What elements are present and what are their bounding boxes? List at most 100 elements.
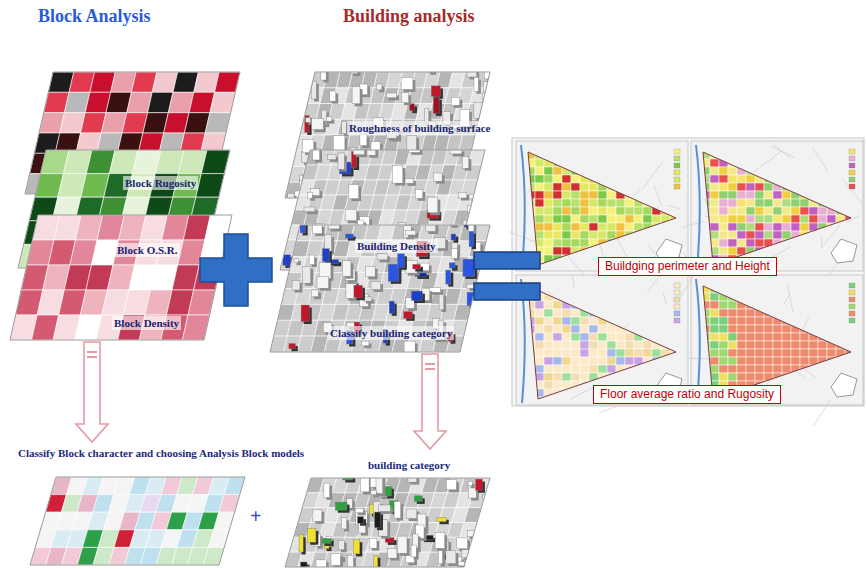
illustration-part — [643, 301, 652, 309]
illustration-part — [553, 239, 562, 247]
illustration-part — [728, 309, 737, 317]
illustration-part — [562, 191, 571, 199]
illustration-part — [652, 159, 661, 167]
illustration-part — [562, 231, 571, 239]
illustration-part — [849, 170, 855, 175]
illustration-part — [710, 317, 719, 325]
illustration-part — [544, 191, 553, 199]
illustration-part — [544, 317, 553, 325]
illustration-part — [571, 223, 580, 231]
illustration-part — [18, 150, 230, 268]
illustration-part — [553, 325, 562, 333]
illustration-part — [800, 357, 809, 365]
illustration-part — [598, 309, 607, 317]
illustration-part — [809, 373, 818, 381]
illustration-part — [746, 151, 755, 159]
illustration-part — [849, 177, 855, 182]
illustration-part — [849, 149, 855, 154]
illustration-part — [562, 263, 571, 271]
illustration-part — [562, 285, 571, 293]
illustration-part — [528, 152, 676, 265]
illustration-part — [366, 266, 375, 277]
illustration-part — [773, 309, 782, 317]
illustration-part — [755, 341, 764, 349]
illustration-part — [616, 247, 625, 255]
illustration-part — [386, 93, 396, 98]
illustration-part — [791, 389, 800, 397]
illustration-part — [446, 270, 451, 284]
illustration-part — [701, 159, 710, 167]
illustration-part — [791, 349, 800, 357]
illustration-part — [607, 333, 616, 341]
illustration-part — [345, 209, 357, 221]
illustration-part — [818, 285, 827, 293]
illustration-part — [746, 223, 755, 231]
illustration-part — [719, 199, 728, 207]
illustration-part — [409, 144, 420, 153]
illustration-part — [661, 183, 670, 191]
illustration-part — [607, 317, 616, 325]
illustration-part — [836, 293, 845, 301]
illustration-part — [719, 151, 728, 159]
illustration-part — [607, 365, 616, 373]
illustration-part — [526, 167, 535, 175]
illustration-part — [405, 225, 422, 241]
illustration-part — [544, 357, 553, 365]
illustration-part — [710, 223, 719, 231]
illustration-part — [338, 153, 344, 169]
illustration-part — [589, 151, 598, 159]
illustration-part — [553, 183, 562, 191]
illustration-part — [764, 357, 773, 365]
illustration-part — [827, 151, 836, 159]
illustration-part — [562, 317, 571, 325]
illustration-part — [791, 333, 800, 341]
illustration-part — [703, 152, 851, 265]
illustration-part — [580, 357, 589, 365]
illustration-part — [791, 239, 800, 247]
illustration-part — [827, 349, 836, 357]
illustration-part — [818, 309, 827, 317]
illustration-part — [782, 223, 791, 231]
illustration-part — [616, 333, 625, 341]
illustration-part — [571, 175, 580, 183]
illustration-part — [755, 239, 764, 247]
illustration-part — [526, 301, 535, 309]
illustration-part — [831, 239, 857, 263]
illustration-part — [553, 333, 562, 341]
illustration-part — [485, 96, 491, 104]
illustration-part — [553, 199, 562, 207]
illustration-part — [18, 150, 230, 268]
illustration-part — [710, 175, 719, 183]
illustration-part — [589, 175, 598, 183]
illustration-part — [571, 309, 580, 317]
illustration-part — [589, 365, 598, 373]
illustration-part — [535, 309, 544, 317]
illustration-part — [571, 167, 580, 175]
illustration-part — [764, 151, 773, 159]
illustration-part — [634, 183, 643, 191]
illustration-part — [755, 357, 764, 365]
illustration-part — [746, 215, 755, 223]
illustration-part — [439, 293, 444, 309]
illustration-part — [710, 151, 719, 159]
illustration-part — [643, 349, 652, 357]
illustration-part — [607, 349, 616, 357]
illustration-part — [580, 373, 589, 381]
illustration-part — [782, 255, 791, 263]
illustration-part — [598, 365, 607, 373]
illustration-part — [818, 373, 827, 381]
illustration-part — [599, 405, 621, 413]
illustration-part — [327, 117, 332, 121]
illustration-part — [607, 247, 616, 255]
illustration-part — [553, 349, 562, 357]
illustration-part — [598, 207, 607, 215]
illustration-part — [428, 59, 434, 72]
illustration-part — [710, 309, 719, 317]
illustration-part — [634, 317, 643, 325]
illustration-part — [821, 237, 822, 249]
illustration-part — [571, 357, 580, 365]
illustration-part — [800, 199, 809, 207]
illustration-part — [616, 357, 625, 365]
illustration-part — [755, 231, 764, 239]
illustration-part — [313, 145, 320, 160]
